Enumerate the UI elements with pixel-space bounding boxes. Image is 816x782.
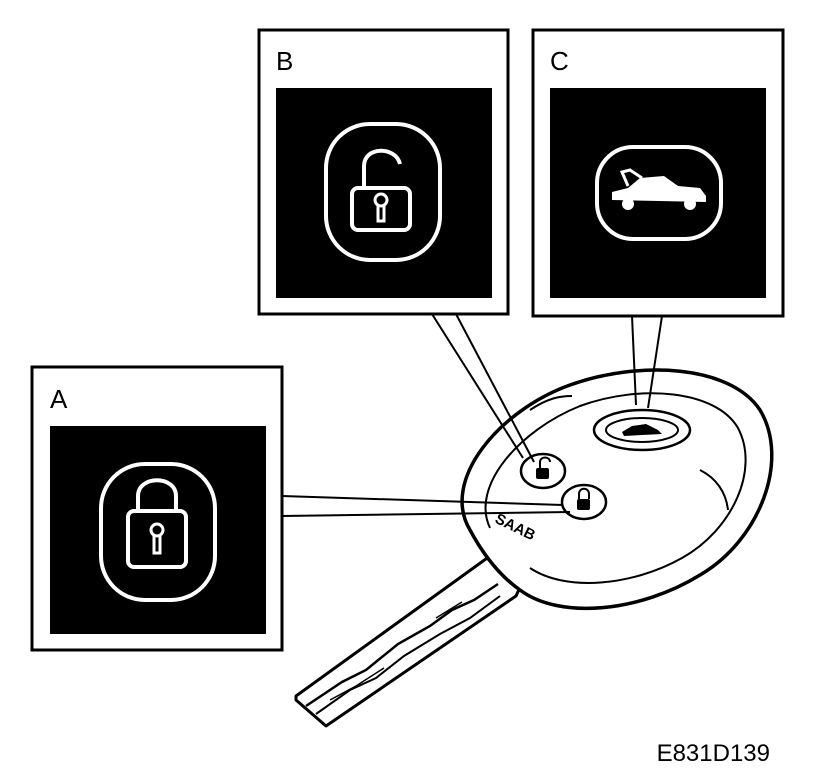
key-fob: SAAB <box>460 368 774 611</box>
unlock-button[interactable] <box>519 452 567 490</box>
key-blade <box>294 554 528 728</box>
lock-open-icon <box>536 456 551 479</box>
trunk-button[interactable] <box>592 408 692 452</box>
lock-closed-icon <box>577 487 590 510</box>
panel-b: B <box>257 28 510 316</box>
lock-open-icon <box>324 122 442 262</box>
car-trunk-icon <box>622 424 662 436</box>
panel-label: C <box>550 46 569 76</box>
panel-a: A <box>30 365 284 652</box>
leader-lines <box>281 313 663 517</box>
panel-c: C <box>531 28 785 318</box>
lock-button[interactable] <box>560 483 608 521</box>
figure-code: E831D139 <box>656 740 770 767</box>
panel-label: B <box>276 46 293 76</box>
lock-closed-icon <box>99 462 217 602</box>
car-trunk-icon <box>595 145 723 241</box>
panel-label: A <box>50 384 68 414</box>
